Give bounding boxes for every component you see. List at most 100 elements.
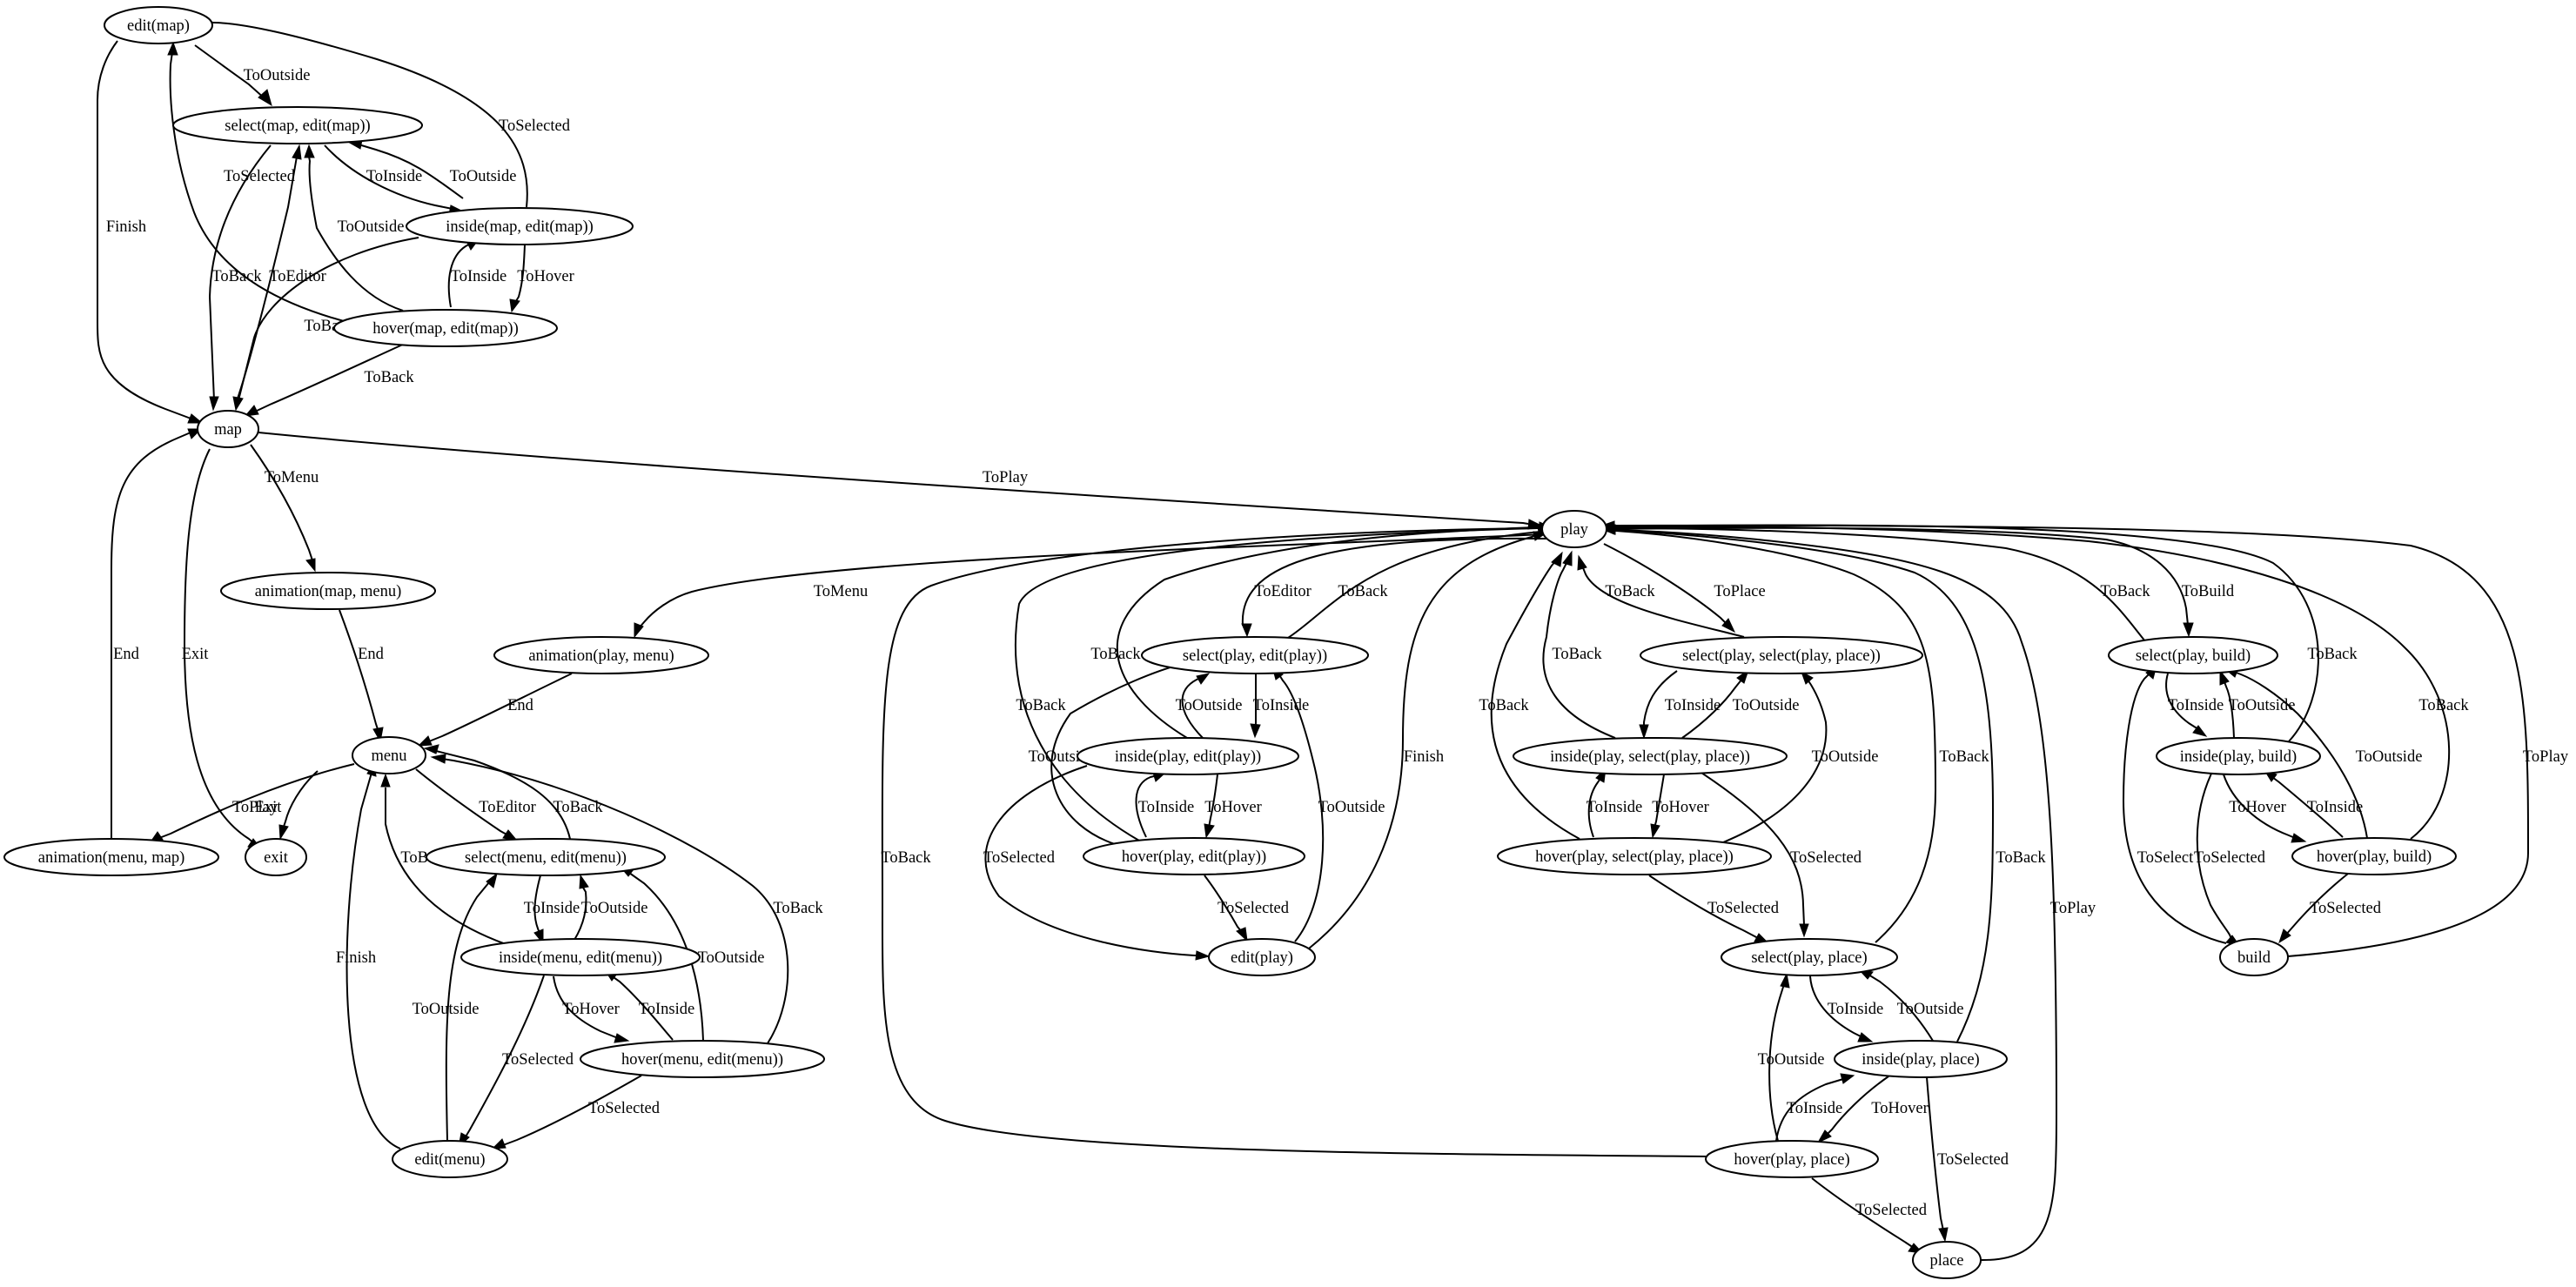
arrowhead-icon (1600, 520, 1615, 531)
state-node-label: animation(map, menu) (255, 583, 402, 600)
state-node-shape (1077, 737, 1299, 775)
edge-line (1768, 983, 1785, 1142)
edge-insmenu-selmenu: ToOutside (574, 874, 647, 941)
edge-animpm-menu: End (417, 673, 573, 747)
state-node-inside-map-edit: inside(map, edit(map)) (406, 207, 634, 245)
arrowhead-icon (380, 773, 391, 788)
arrowhead-icon (278, 824, 289, 841)
state-node-shape (493, 636, 709, 674)
arrowhead-icon (509, 298, 520, 313)
state-node-hover-menu-edit: hover(menu, edit(menu)) (580, 1040, 825, 1078)
edge-selmenu-insmenu: ToInside (524, 875, 580, 945)
edge-label: ToBack (211, 268, 262, 285)
state-node-shape (172, 106, 423, 144)
state-node-label: inside(map, edit(map)) (446, 218, 594, 236)
state-node-menu: menu (352, 736, 426, 774)
state-node-label: exit (264, 849, 289, 867)
edge-hovpp-place: ToSelected (1811, 1177, 1928, 1254)
edge-label: ToBack (364, 369, 414, 386)
state-node-place: place (1912, 1241, 1982, 1279)
state-node-shape (1141, 636, 1369, 674)
edge-inspe-selpe: ToOutside (1176, 673, 1243, 739)
state-node-label: hover(map, edit(map)) (372, 320, 518, 338)
state-node-label: select(play, select(play, place)) (1682, 647, 1881, 665)
edge-line (97, 40, 194, 420)
state-node-shape (426, 838, 666, 876)
edge-line (1254, 674, 1257, 730)
arrowhead-icon (1250, 723, 1261, 739)
edge-line (345, 772, 401, 1150)
state-node-anim-map-menu: animation(map, menu) (220, 572, 436, 610)
state-node-label: edit(menu) (414, 1151, 485, 1169)
edge-label: ToSelected (1790, 849, 1862, 867)
state-node-hover-map-edit: hover(map, edit(map)) (333, 309, 558, 347)
state-node-label: edit(play) (1231, 949, 1293, 967)
edge-label: ToBack (1552, 646, 1602, 663)
edge-label: ToHover (562, 1001, 620, 1018)
state-node-shape (1705, 1140, 1879, 1178)
state-node-shape (460, 938, 701, 976)
arrowhead-icon (2219, 669, 2230, 686)
edge-play-selpsp: ToPlace (1603, 543, 1766, 633)
state-node-label: select(play, edit(play)) (1183, 647, 1327, 665)
edge-line (238, 237, 419, 401)
state-node-label: inside(play, select(play, place)) (1550, 748, 1750, 766)
state-node-select-play-select-place: select(play, select(play, place)) (1640, 636, 1923, 674)
edge-inspsp-play: ToBack (1542, 550, 1616, 739)
edge-line (1208, 774, 1218, 828)
state-node-shape (1513, 737, 1788, 775)
edge-hovmap-map: ToBack (244, 342, 414, 417)
state-node-play: play (1541, 510, 1607, 548)
state-node-label: play (1560, 521, 1589, 539)
edge-hovpe-inspe: ToInside (1135, 772, 1194, 838)
edge-line (435, 750, 571, 840)
edge-label: ToOutside (698, 949, 765, 967)
edge-label: ToOutside (450, 168, 517, 185)
arrowhead-icon (1857, 1032, 1874, 1042)
edge-line (2165, 673, 2199, 730)
edge-hovmenu-editmenu: ToSelected (491, 1075, 661, 1150)
state-node-shape (2108, 636, 2278, 674)
state-node-label: hover(play, edit(play)) (1122, 848, 1266, 866)
state-node-label: inside(play, build) (2180, 748, 2297, 766)
edge-line (1611, 524, 2530, 957)
edge-line (282, 770, 319, 830)
edge-line (1681, 678, 1743, 739)
edge-label: ToEditor (1254, 583, 1311, 600)
state-node-label: select(play, build) (2136, 647, 2251, 665)
edge-line (158, 763, 355, 839)
arrowhead-icon (1780, 972, 1790, 989)
nodes-layer: edit(map)select(map, edit(map))inside(ma… (3, 6, 2457, 1279)
arrowhead-icon (1721, 618, 1736, 633)
edge-line (2196, 773, 2234, 942)
edge-label: ToMenu (265, 469, 319, 486)
state-node-select-play-place: select(play, place) (1721, 938, 1898, 976)
edge-line (194, 44, 266, 100)
edge-label: ToBack (773, 900, 823, 917)
edge-label: ToPlay (232, 799, 278, 816)
edge-selpsp-inspsp: ToInside (1639, 670, 1721, 740)
edge-label: ToSelected (2194, 849, 2266, 867)
edge-selmap-insmap: ToInside (324, 144, 465, 216)
edge-label: ToHover (1652, 799, 1709, 816)
arrowhead-icon (1577, 554, 1587, 571)
edge-line (1701, 772, 1805, 926)
edge-label: ToOutside (1176, 697, 1243, 714)
edge-label: ToOutside (1812, 748, 1879, 766)
edge-label: ToSelect (2137, 849, 2194, 867)
edge-label: ToInside (1828, 1001, 1883, 1018)
edge-label: Finish (1404, 748, 1444, 766)
edge-label: ToBack (553, 799, 603, 816)
edge-editmenu-menu: Finish (336, 761, 401, 1150)
edge-label: ToPlace (1714, 583, 1765, 600)
edge-line (1278, 673, 1325, 942)
edge-line (2223, 679, 2235, 739)
state-node-select-map-edit: select(map, edit(map)) (172, 106, 423, 144)
arrowhead-icon (232, 396, 244, 412)
edge-line (2271, 776, 2344, 838)
edge-selpb-inspb: ToInside (2165, 673, 2224, 737)
edge-line (258, 432, 1529, 525)
edge-hovpp-inspp: ToInside (1775, 1073, 1855, 1142)
arrowhead-icon (305, 558, 316, 573)
